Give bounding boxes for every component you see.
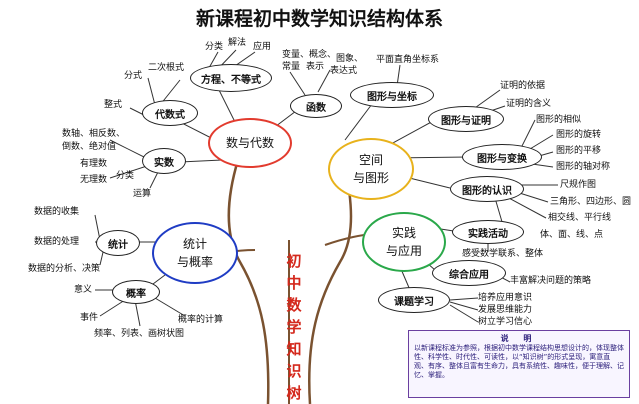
leaf-alg-classify: 分式 xyxy=(124,71,143,81)
node-practice-application-label-1: 实践 xyxy=(391,226,416,240)
leaf-eq-solve: 解法 xyxy=(228,38,247,48)
leaf-prac-feel: 感受数学联系、整体 xyxy=(462,249,544,259)
note-title: 说 明 xyxy=(500,334,538,343)
tree-title-vertical: 初中数学知识树 xyxy=(286,252,302,402)
leaf-trans-rotate: 图形的旋转 xyxy=(556,130,602,140)
leaf-prac-thinking: 发展思维能力 xyxy=(478,305,533,315)
node-space-figure-label-1: 空间 xyxy=(358,153,383,167)
node-equations: 方程、不等式 xyxy=(190,64,272,92)
node-space-figure-label-2: 与图形 xyxy=(352,171,389,185)
node-practice-activity: 实践活动 xyxy=(452,220,524,244)
leaf-proof-basis: 证明的依据 xyxy=(500,81,546,91)
leaf-eq-classify: 分类 xyxy=(205,42,224,52)
leaf-fn-image: 图象、 xyxy=(336,54,364,64)
leaf-alg-radical: 二次根式 xyxy=(148,63,185,73)
leaf-eq-apply: 应用 xyxy=(253,42,272,52)
node-figure-coords: 图形与坐标 xyxy=(350,82,434,108)
leaf-prob-methods: 频率、列表、画树状图 xyxy=(94,329,185,339)
node-statistics: 统计 xyxy=(96,230,140,256)
leaf-prob-event: 事件 xyxy=(80,313,99,323)
leaf-real-axis: 数轴、相反数、 xyxy=(62,129,126,139)
leaf-fn-expression: 表达式 xyxy=(330,66,358,76)
leaf-alg-integral: 整式 xyxy=(104,100,123,110)
leaf-know-lines: 相交线、平行线 xyxy=(548,213,612,223)
node-figure-proof: 图形与证明 xyxy=(428,106,504,132)
node-practice-application-label-2: 与应用 xyxy=(385,244,422,258)
leaf-real-reciprocal: 倒数、绝对值 xyxy=(62,142,117,152)
node-comprehensive-app: 综合应用 xyxy=(432,260,506,286)
leaf-fn-constant: 常量 xyxy=(282,62,301,72)
leaf-know-ruler: 尺规作图 xyxy=(560,180,597,190)
node-stats-probability-label-1: 统计 xyxy=(182,237,207,251)
leaf-real-irrational: 无理数 xyxy=(80,175,108,185)
node-stats-probability: 统计 与概率 xyxy=(152,222,238,284)
node-algebraic-expr: 代数式 xyxy=(142,100,198,126)
node-figure-transform: 图形与变换 xyxy=(462,144,542,170)
leaf-prob-calc: 概率的计算 xyxy=(178,315,224,325)
leaf-fn-represent: 表示 xyxy=(306,62,325,72)
node-real-numbers: 实数 xyxy=(142,148,186,174)
leaf-trans-similar: 图形的相似 xyxy=(536,115,582,125)
node-probability: 概率 xyxy=(112,280,160,304)
node-stats-probability-label-2: 与概率 xyxy=(176,255,213,269)
leaf-know-polygon: 三角形、四边形、圆 xyxy=(550,197,632,207)
leaf-prac-awareness: 培养应用意识 xyxy=(478,293,533,303)
leaf-proof-meaning: 证明的含义 xyxy=(506,99,552,109)
node-figure-knowledge: 图形的认识 xyxy=(450,176,524,202)
leaf-stat-process: 数据的处理 xyxy=(34,237,80,247)
leaf-coord-system: 平面直角坐标系 xyxy=(376,55,440,65)
node-number-algebra-label: 数与代数 xyxy=(225,136,274,150)
leaf-prob-meaning: 意义 xyxy=(74,285,93,295)
leaf-trans-translate: 图形的平移 xyxy=(556,146,602,156)
node-space-figure: 空间 与图形 xyxy=(328,138,414,200)
leaf-stat-collect: 数据的收集 xyxy=(34,207,80,217)
leaf-real-rational: 有理数 xyxy=(80,159,108,169)
leaf-fn-variable: 变量、概念、 xyxy=(282,50,337,60)
note-text: 以新课程标准为参照，根据初中数学课程结构思想设计的，体现整体性、科学性、时代性、… xyxy=(414,344,624,379)
node-practice-application: 实践 与应用 xyxy=(362,212,446,272)
leaf-trans-symmetry: 图形的轴对称 xyxy=(556,162,611,172)
node-function: 函数 xyxy=(290,94,342,118)
leaf-prac-confidence: 树立学习信心 xyxy=(478,317,533,327)
node-number-algebra: 数与代数 xyxy=(208,118,292,168)
leaf-stat-analysis: 数据的分析、决策 xyxy=(28,264,101,274)
leaf-real-operation: 运算 xyxy=(133,189,152,199)
leaf-prac-strategy: 丰富解决问题的策略 xyxy=(510,276,592,286)
leaf-know-solid: 体、面、线、点 xyxy=(540,230,604,240)
node-project-study: 课题学习 xyxy=(378,287,450,313)
note-box: 说 明 以新课程标准为参照，根据初中数学课程结构思想设计的，体现整体性、科学性、… xyxy=(408,330,630,398)
leaf-real-classify: 分类 xyxy=(116,171,135,181)
page-title: 新课程初中数学知识结构体系 xyxy=(195,8,443,30)
tree-trunk xyxy=(227,159,353,404)
